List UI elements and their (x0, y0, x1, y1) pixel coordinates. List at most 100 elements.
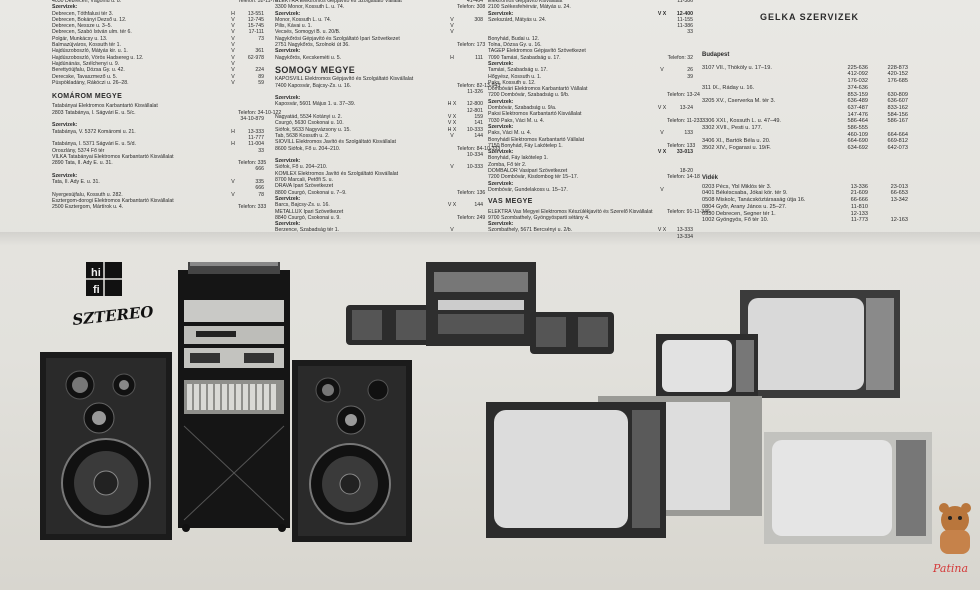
list-item-text: Szervizek: (488, 123, 514, 130)
list-item-text: Szervizek: (488, 180, 514, 187)
list-item-text: 7200 Dombóvár, Szabadság u. 9/b. (488, 92, 570, 99)
hifi-rack (178, 262, 290, 532)
list-item-mark: V (231, 16, 235, 23)
list-item: Szekszárd, Mátyás u. 24.11-155 (488, 17, 693, 23)
list-item: 11-326 (275, 89, 483, 95)
gelka-title: GELKA SZERVIZEK (760, 12, 860, 22)
list-item-phone: Telefon: 82-13-943 (457, 82, 501, 89)
list-item-phone: 144 (474, 132, 483, 139)
list-item-phone: Telefon: 84-10-333 (457, 145, 501, 152)
list-item: 0401 Békéscsaba, Jókai kör. tér 9.21-609… (702, 190, 908, 197)
list-item-phone: 584-156 (887, 111, 908, 118)
list-item-phone: 11-004 (248, 141, 264, 148)
list-item-text: Szervizek: (275, 158, 301, 165)
list-item-phone: 17-111 (248, 29, 264, 36)
list-item: Szervizek: (488, 221, 693, 227)
list-item-phone: 59 (258, 79, 264, 86)
list-item-text: 7150 Bonyhád, Fáy Lakótelep 1. (488, 142, 563, 149)
list-item-text: Hőgyész, Kossuth u. 1. (488, 73, 542, 80)
list-item: Paksi Elektromos Karbantartó Kisvállalat (488, 111, 693, 117)
list-item-text: Esztergom-dorogi Elektromos Karbantartó … (52, 197, 174, 204)
list-item: Bonyhádi Elektromos Karbantartó Vállalat (488, 137, 693, 143)
list-item-phone: 228-873 (887, 64, 908, 71)
list-item-text: Pilis, Kávai u. 1. (275, 23, 312, 30)
list-item-text: Polgár, Munkácsy u. 13. (52, 35, 108, 42)
list-item-text: DOMBÁLOR Vasipari Szövetkezet (488, 168, 568, 175)
list-item: Pilis, Kávai u. 1. V (275, 23, 483, 29)
list-item: Szervizek: (488, 181, 693, 187)
list-item: Szervizek: (275, 196, 483, 202)
list-item-phone: 833-162 (887, 104, 908, 111)
list-item-text: Bonyhádi Elektromos Karbantartó Vállalat (488, 136, 585, 143)
list-item-text: Hajdúszoboszló, Mátyás kir. u. 1. (52, 48, 128, 55)
list-item-phone: 176-032 (847, 78, 868, 85)
list-item-phone: Telefon: 14-18 (667, 174, 700, 181)
list-item-text: Tolna, Dózsa Gy. u. 16. (488, 42, 542, 49)
list-item-phone: 73 (258, 35, 264, 42)
list-item: 7150 Bonyhád, Fáy Lakótelep 1.Telefon: 1… (488, 142, 695, 149)
list-item-phone: 78 (258, 191, 264, 198)
list-item-text: Szervizek: (275, 221, 301, 228)
list-item-phone: 586-464 (847, 118, 868, 125)
list-item: Szervizek: (52, 173, 264, 179)
list-item-text: Tab, 5638 Kossuth u. 2. (275, 132, 330, 139)
list-item-text: Tata, II. Ady E. u. 31. (52, 179, 100, 186)
list-item-text: Tatabánya, I. 5371 Ságvári E. u. 5/d. (52, 141, 136, 148)
list-item-text: 1002 Gyöngyös, Fő tér 10. (702, 217, 769, 224)
column-2-top-list: ELEKTRA Elektromos Gépjavító és Szolgált… (275, 0, 485, 61)
list-item-phone: 634-692 (847, 145, 868, 152)
list-item-phone: 159 (474, 114, 483, 121)
vas-list: ELEKTRA Vas Megyei Elektromos Készülékja… (488, 209, 710, 240)
list-item-phone: 636-607 (887, 98, 908, 105)
list-item: TAGEP Elektromos Gépjavító Szövetkezet (488, 48, 693, 54)
list-item-phone: 13-342 (890, 197, 908, 204)
list-item: 4030 Debrecen, Vágóhíd u. 8.Telefon: 52-… (52, 0, 281, 4)
list-item-phone: 12-133 (850, 210, 868, 217)
list-item-phone: 10-333 (466, 126, 483, 133)
list-item: 3302 XVII., Pesti u. 177.586-555 (702, 125, 908, 132)
list-item-mark: V (660, 67, 664, 74)
list-item-mark: V (231, 73, 235, 80)
list-item: Bonyhád, Fáy lakótelep 1. (488, 155, 693, 161)
list-item-mark: H X (447, 101, 457, 108)
list-item-phone: Telefon: 136 (457, 189, 486, 196)
list-item: Dombóvár, Gundelakoss u. 15–17.V (488, 187, 693, 193)
list-item-mark: H X (447, 126, 457, 133)
list-item-text: Csurgó, 5630 Csokonai u. 10. (275, 120, 344, 127)
list-item: 0930 Debrecen, Segner tér 1. 12-133 (702, 211, 908, 218)
list-item-mark: V X (657, 105, 667, 112)
list-item-mark: V (450, 132, 454, 139)
list-item: Szervizek: (275, 95, 483, 101)
list-item-mark: V (450, 23, 454, 30)
list-item-text: Hajdúnánás, Szélchenyi u. 9. (52, 60, 120, 67)
list-item-phone: 12-163 (890, 217, 908, 224)
list-item-text: Szervizek: (275, 10, 301, 17)
list-item: Dombóvári Elektromos Karbantartó Vállala… (488, 86, 693, 92)
list-item-text: Debrecen, Szabó István ulm. tér 6. (52, 29, 132, 36)
television-group (486, 290, 932, 544)
list-item-text: Paks, Váci M. u. 4. (488, 130, 532, 137)
list-item-mark: V (231, 48, 235, 55)
list-item-text: Monor, Kossuth L. u. 74. (275, 16, 332, 23)
list-item: Szervizek: (275, 48, 483, 54)
list-item-phone: Telefon: 34-10-122 (238, 109, 282, 116)
list-item: Esztergom-dorogi Elektromos Karbantartó … (52, 198, 264, 204)
hifi-logo: hi fi (86, 262, 122, 296)
list-item-text: 0930 Debrecen, Segner tér 1. (702, 210, 776, 217)
list-item-text: Szombathely, 5671 Bercsényi u. 2/b. (488, 227, 573, 234)
list-item: Szervizek: (275, 221, 483, 227)
